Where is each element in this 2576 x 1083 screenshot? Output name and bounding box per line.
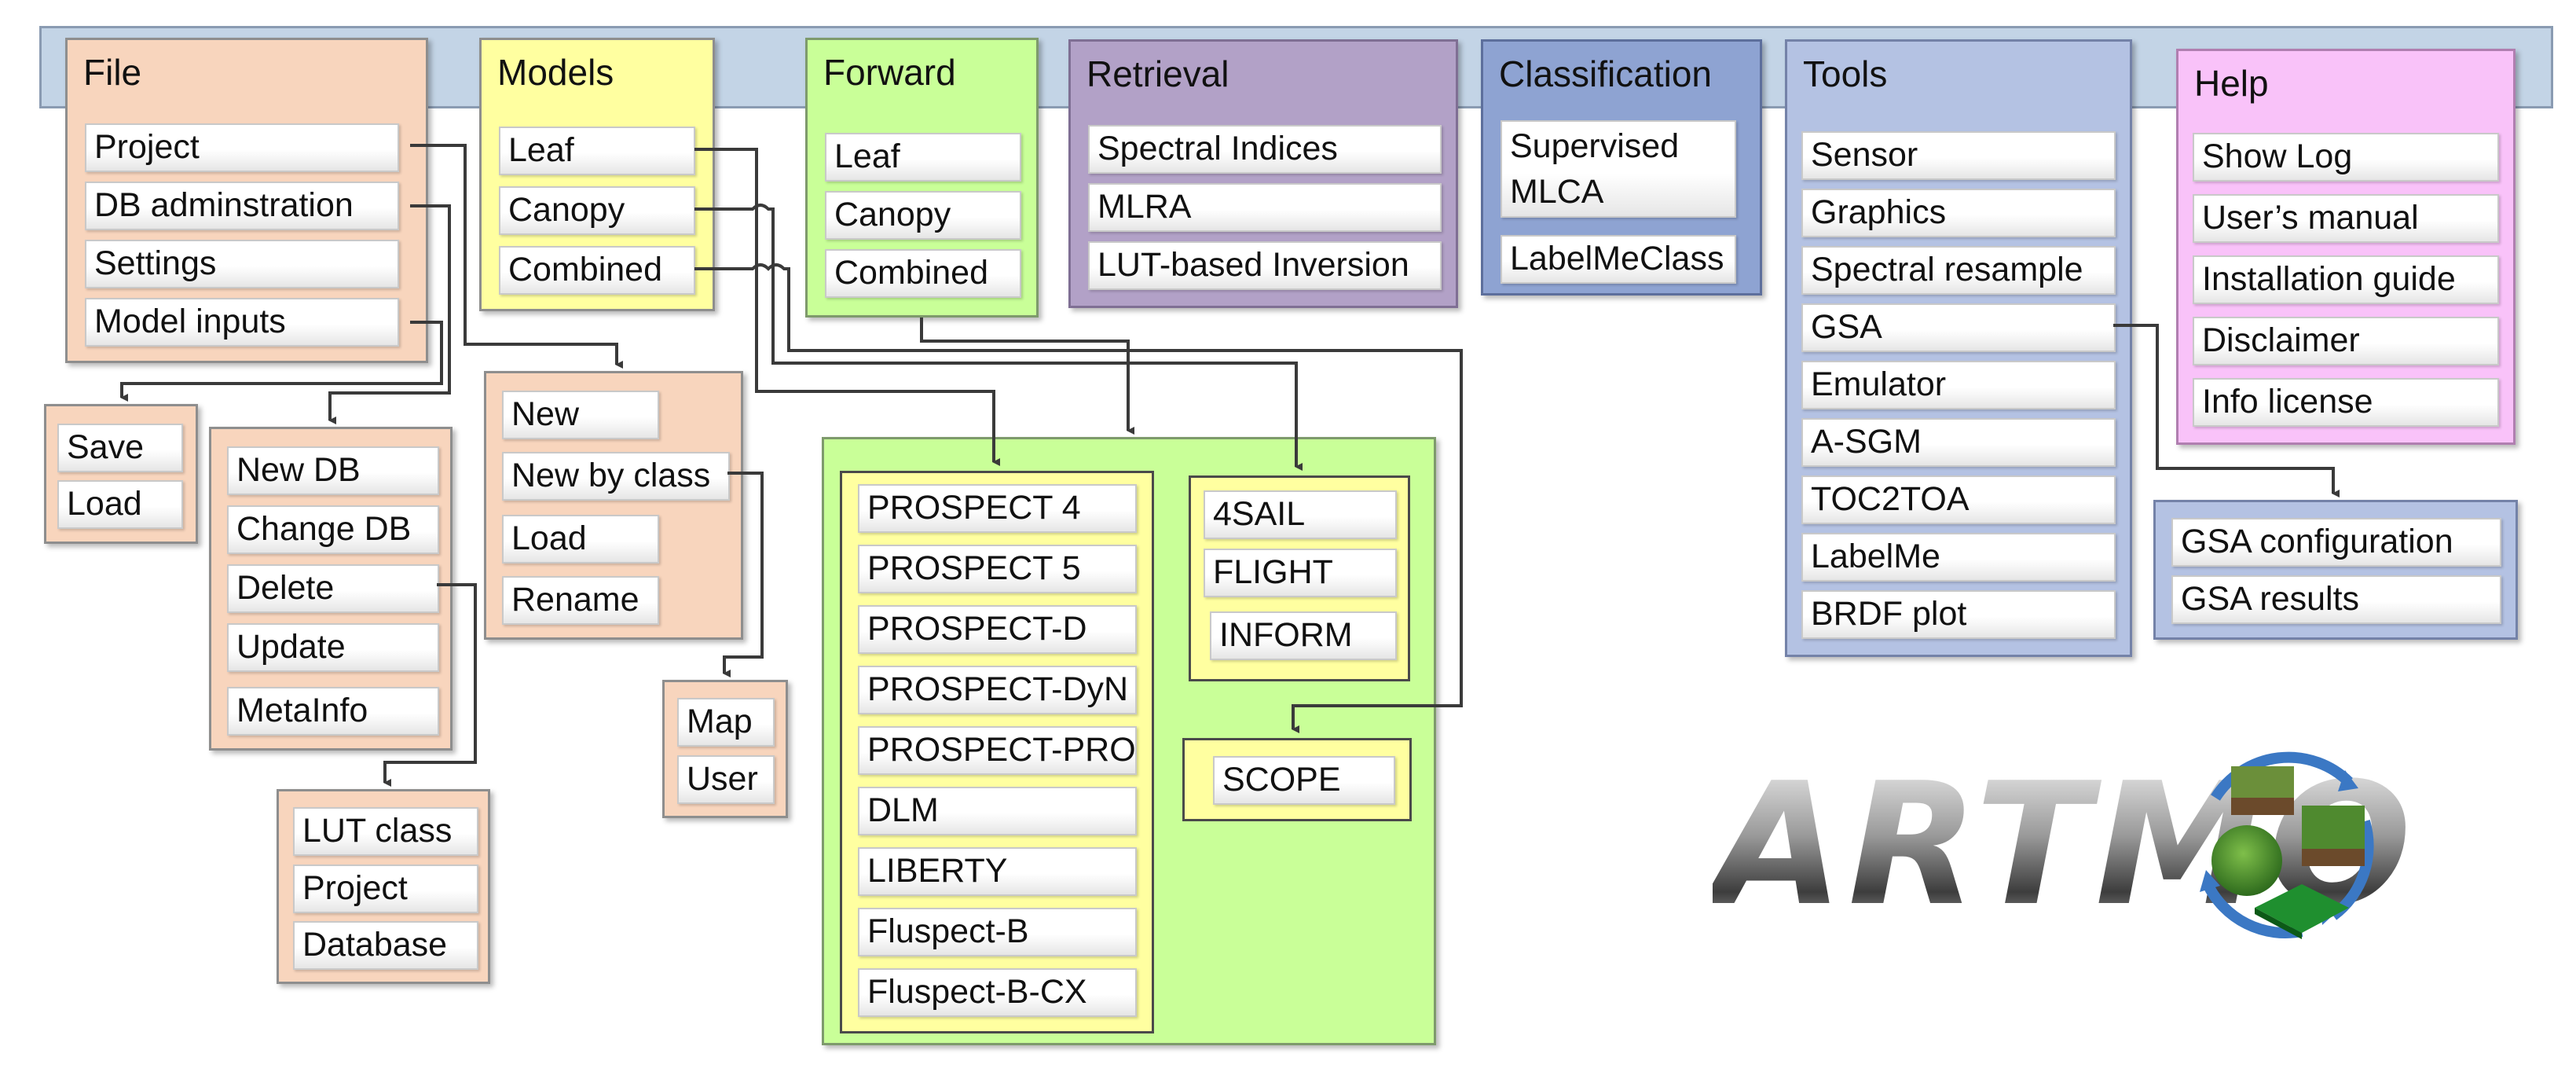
model-new-item[interactable]: New xyxy=(502,391,659,439)
db-delete-item[interactable]: Delete xyxy=(227,564,439,613)
connector-project-to-model-project xyxy=(410,144,623,369)
db-update-item[interactable]: Update xyxy=(227,623,439,672)
db-new-item[interactable]: New DB xyxy=(227,446,439,495)
models-menu: Models Leaf Canopy Combined xyxy=(479,38,715,311)
db-change-item[interactable]: Change DB xyxy=(227,505,439,554)
retrieval-menu: Retrieval Spectral Indices MLRA LUT-base… xyxy=(1068,39,1458,308)
db-delete-submenu: LUT class Project Database xyxy=(277,789,490,984)
forward-menu-title[interactable]: Forward xyxy=(823,52,956,93)
tools-item-a-sgm[interactable]: A-SGM xyxy=(1801,418,2116,467)
classification-menu-title[interactable]: Classification xyxy=(1499,53,1712,94)
canopy-model-inform[interactable]: INFORM xyxy=(1210,611,1397,660)
tools-item-sensor[interactable]: Sensor xyxy=(1801,131,2116,180)
retrieval-item-lut-inversion[interactable]: LUT-based Inversion xyxy=(1088,241,1442,290)
help-menu-title[interactable]: Help xyxy=(2194,63,2269,104)
gsa-results-item[interactable]: GSA results xyxy=(2171,575,2501,624)
file-menu: File Project DB adminstration Settings M… xyxy=(65,38,428,363)
gsa-submenu: GSA configuration GSA results xyxy=(2153,500,2518,640)
canopy-model-flight[interactable]: FLIGHT xyxy=(1204,549,1397,597)
retrieval-item-spectral-indices[interactable]: Spectral Indices xyxy=(1088,125,1442,174)
retrieval-item-mlra[interactable]: MLRA xyxy=(1088,183,1442,232)
forward-menu: Forward Leaf Canopy Combined xyxy=(805,38,1039,318)
tools-item-emulator[interactable]: Emulator xyxy=(1801,361,2116,409)
models-item-combined[interactable]: Combined xyxy=(499,246,695,295)
leaf-models-group: PROSPECT 4 PROSPECT 5 PROSPECT-D PROSPEC… xyxy=(840,471,1154,1033)
help-menu: Help Show Log User’s manual Installation… xyxy=(2176,49,2516,445)
leaf-model-prospect-5[interactable]: PROSPECT 5 xyxy=(858,545,1137,593)
artmo-logo: ARTMO xyxy=(1713,751,2412,939)
connector-models-canopy xyxy=(694,204,1303,471)
tools-item-gsa[interactable]: GSA xyxy=(1801,303,2116,352)
connector-new-by-class-to-submenu xyxy=(723,472,764,677)
leaf-model-fluspect-b-cx[interactable]: Fluspect-B-CX xyxy=(858,968,1137,1017)
file-item-db-administration[interactable]: DB adminstration xyxy=(85,182,399,230)
tools-menu-title[interactable]: Tools xyxy=(1803,53,1888,94)
file-item-model-inputs[interactable]: Model inputs xyxy=(85,298,399,347)
leaf-model-prospect-4[interactable]: PROSPECT 4 xyxy=(858,484,1137,533)
leaf-model-prospect-dyn[interactable]: PROSPECT-DyN xyxy=(858,666,1137,714)
retrieval-menu-title[interactable]: Retrieval xyxy=(1086,53,1229,94)
project-save-item[interactable]: Save xyxy=(57,424,183,472)
new-by-class-user-item[interactable]: User xyxy=(677,755,775,804)
leaf-model-prospect-d[interactable]: PROSPECT-D xyxy=(858,605,1137,654)
new-by-class-map-item[interactable]: Map xyxy=(677,698,775,747)
classification-menu: Classification Supervised MLCA LabelMeCl… xyxy=(1481,39,1762,296)
connector-forward-to-models xyxy=(920,318,1134,435)
delete-project-item[interactable]: Project xyxy=(293,865,478,913)
help-item-info-license[interactable]: Info license xyxy=(2193,378,2499,427)
classification-item-supervised-mlca[interactable]: Supervised MLCA xyxy=(1501,120,1736,218)
forward-item-canopy[interactable]: Canopy xyxy=(825,191,1021,240)
leaf-model-fluspect-b[interactable]: Fluspect-B xyxy=(858,908,1137,956)
models-menu-title[interactable]: Models xyxy=(497,52,614,93)
db-admin-submenu: New DB Change DB Delete Update MetaInfo xyxy=(209,427,453,751)
leaf-model-liberty[interactable]: LIBERTY xyxy=(858,847,1137,896)
tools-item-labelme[interactable]: LabelMe xyxy=(1801,533,2116,582)
model-load-item[interactable]: Load xyxy=(502,515,659,564)
classification-item-labelmeclass[interactable]: LabelMeClass xyxy=(1501,235,1736,284)
project-load-item[interactable]: Load xyxy=(57,480,183,529)
connector-delete-to-submenu xyxy=(383,583,477,787)
delete-database-item[interactable]: Database xyxy=(293,921,478,970)
forward-models-panel: PROSPECT 4 PROSPECT 5 PROSPECT-D PROSPEC… xyxy=(822,437,1436,1045)
leaf-model-prospect-pro[interactable]: PROSPECT-PRO xyxy=(858,726,1137,775)
models-item-canopy[interactable]: Canopy xyxy=(499,186,695,235)
model-new-by-class-item[interactable]: New by class xyxy=(502,452,730,501)
connector-models-leaf xyxy=(694,148,1000,466)
file-item-settings[interactable]: Settings xyxy=(85,240,399,288)
forward-item-leaf[interactable]: Leaf xyxy=(825,133,1021,182)
artmo-globe-icon xyxy=(2200,751,2374,939)
forward-item-combined[interactable]: Combined xyxy=(825,249,1021,298)
canopy-models-group: 4SAIL FLIGHT INFORM xyxy=(1189,475,1410,681)
help-item-installation-guide[interactable]: Installation guide xyxy=(2193,255,2499,304)
tools-item-spectral-resample[interactable]: Spectral resample xyxy=(1801,246,2116,295)
model-project-submenu: New New by class Load Rename xyxy=(484,371,743,640)
leaf-model-dlm[interactable]: DLM xyxy=(858,787,1137,835)
help-item-users-manual[interactable]: User’s manual xyxy=(2193,194,2499,243)
db-metainfo-item[interactable]: MetaInfo xyxy=(227,687,439,736)
tools-item-graphics[interactable]: Graphics xyxy=(1801,189,2116,237)
model-rename-item[interactable]: Rename xyxy=(502,576,659,625)
delete-lut-class-item[interactable]: LUT class xyxy=(293,807,478,856)
tools-item-brdf-plot[interactable]: BRDF plot xyxy=(1801,590,2116,639)
combined-model-scope[interactable]: SCOPE xyxy=(1213,756,1395,805)
connector-model-inputs-to-project xyxy=(120,321,443,402)
tools-item-toc2toa[interactable]: TOC2TOA xyxy=(1801,475,2116,524)
models-item-leaf[interactable]: Leaf xyxy=(499,127,695,175)
connector-gsa-to-submenu xyxy=(2113,324,2340,497)
combined-models-group: SCOPE xyxy=(1182,738,1412,821)
canopy-model-4sail[interactable]: 4SAIL xyxy=(1204,490,1397,539)
file-menu-title[interactable]: File xyxy=(83,52,142,93)
gsa-configuration-item[interactable]: GSA configuration xyxy=(2171,518,2501,567)
file-item-project[interactable]: Project xyxy=(85,123,399,172)
project-submenu: Save Load xyxy=(44,404,198,544)
connector-models-combined xyxy=(694,263,1463,733)
tools-menu: Tools Sensor Graphics Spectral resample … xyxy=(1785,39,2132,657)
help-item-disclaimer[interactable]: Disclaimer xyxy=(2193,317,2499,365)
new-by-class-submenu: Map User xyxy=(662,680,788,818)
help-item-show-log[interactable]: Show Log xyxy=(2193,133,2499,182)
connector-db-admin-to-submenu xyxy=(328,204,451,424)
